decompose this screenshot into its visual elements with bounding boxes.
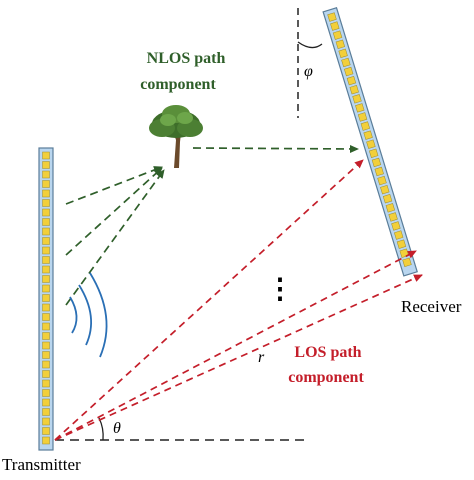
- antenna-element: [42, 265, 50, 274]
- transmitter-array: [38, 147, 54, 451]
- theta-label: θ: [113, 420, 121, 437]
- antenna-element: [377, 175, 387, 186]
- los-path-1: [54, 159, 364, 441]
- antenna-element: [374, 166, 384, 177]
- antenna-element: [341, 57, 351, 68]
- antenna-element: [42, 199, 50, 207]
- transmitter-label: Transmitter: [2, 455, 81, 474]
- antenna-element: [42, 284, 50, 293]
- antenna-element: [42, 237, 50, 245]
- antenna-element: [42, 313, 50, 321]
- los-label-line1: LOS path: [294, 344, 361, 361]
- receiver-array: [322, 7, 418, 277]
- antenna-element: [42, 189, 50, 198]
- antenna-element: [393, 230, 404, 240]
- receiver-label: Receiver: [401, 297, 462, 316]
- antenna-element: [380, 184, 390, 195]
- antenna-element: [357, 112, 368, 122]
- antenna-element: [368, 148, 379, 158]
- antenna-element: [42, 379, 50, 388]
- antenna-element: [42, 351, 50, 359]
- antenna-element: [343, 66, 354, 77]
- antenna-element: [363, 130, 373, 140]
- los-label-line2: component: [288, 369, 364, 386]
- antenna-element: [42, 256, 50, 264]
- antenna-element: [42, 370, 50, 378]
- antenna-element: [338, 48, 348, 59]
- antenna-element: [42, 332, 50, 340]
- antenna-element: [360, 121, 371, 131]
- antenna-element: [42, 294, 50, 302]
- antenna-element: [42, 427, 50, 435]
- antenna-element: [42, 275, 50, 283]
- antenna-element: [391, 221, 401, 231]
- phi-arc: [297, 41, 323, 49]
- nlos-label-line1: NLOS path: [147, 50, 226, 67]
- los-path-2: [54, 250, 417, 441]
- antenna-element: [42, 161, 50, 169]
- antenna-element: [42, 151, 50, 160]
- antenna-element: [396, 239, 407, 249]
- antenna-element: [366, 139, 376, 149]
- antenna-element: [42, 246, 50, 255]
- nlos-path-2: [65, 167, 163, 256]
- ellipsis: ⋮: [266, 274, 294, 305]
- phi-label: φ: [304, 63, 313, 80]
- antenna-element: [42, 360, 50, 369]
- antenna-element: [332, 30, 343, 40]
- antenna-element: [42, 208, 50, 217]
- antenna-element: [42, 408, 50, 416]
- antenna-element: [385, 203, 396, 213]
- antenna-element: [42, 436, 50, 445]
- antenna-element: [330, 21, 340, 31]
- wave-icon: [69, 272, 108, 358]
- receiver-elements: [327, 12, 412, 268]
- antenna-element: [42, 227, 50, 236]
- antenna-element: [382, 194, 393, 204]
- antenna-element: [42, 170, 50, 179]
- antenna-element: [335, 39, 346, 49]
- tree-icon: [149, 105, 203, 168]
- antenna-element: [42, 341, 50, 350]
- antenna-element: [352, 94, 362, 104]
- los-paths: [54, 159, 423, 441]
- antenna-element: [402, 257, 412, 268]
- antenna-element: [42, 218, 50, 226]
- r-label: r: [258, 349, 265, 366]
- nlos-paths: [65, 144, 359, 306]
- los-path-3: [54, 274, 423, 441]
- antenna-element: [42, 389, 50, 397]
- antenna-element: [355, 103, 365, 113]
- antenna-element: [371, 157, 382, 168]
- antenna-element: [42, 303, 50, 312]
- nlos-path-4: [192, 144, 359, 153]
- antenna-element: [349, 85, 359, 95]
- antenna-element: [42, 180, 50, 188]
- antenna-element: [346, 75, 357, 86]
- antenna-element: [388, 212, 398, 222]
- nlos-path-3: [65, 169, 165, 306]
- antenna-element: [42, 398, 50, 407]
- antenna-element: [327, 12, 337, 22]
- theta-arc: [98, 417, 104, 441]
- nlos-label-line2: component: [140, 76, 216, 93]
- antenna-element: [42, 417, 50, 426]
- transmitter-elements: [42, 151, 50, 445]
- antenna-element: [42, 322, 50, 331]
- nlos-path-1: [65, 166, 163, 205]
